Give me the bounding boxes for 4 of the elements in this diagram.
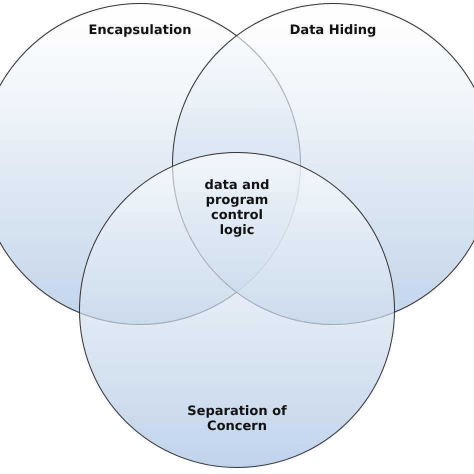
circle-label: Encapsulation: [88, 23, 192, 38]
overlap-label: data and program control logic: [204, 178, 270, 238]
circle-label: Data Hiding: [290, 23, 376, 38]
circle-label: Separation of Concern: [186, 404, 288, 434]
